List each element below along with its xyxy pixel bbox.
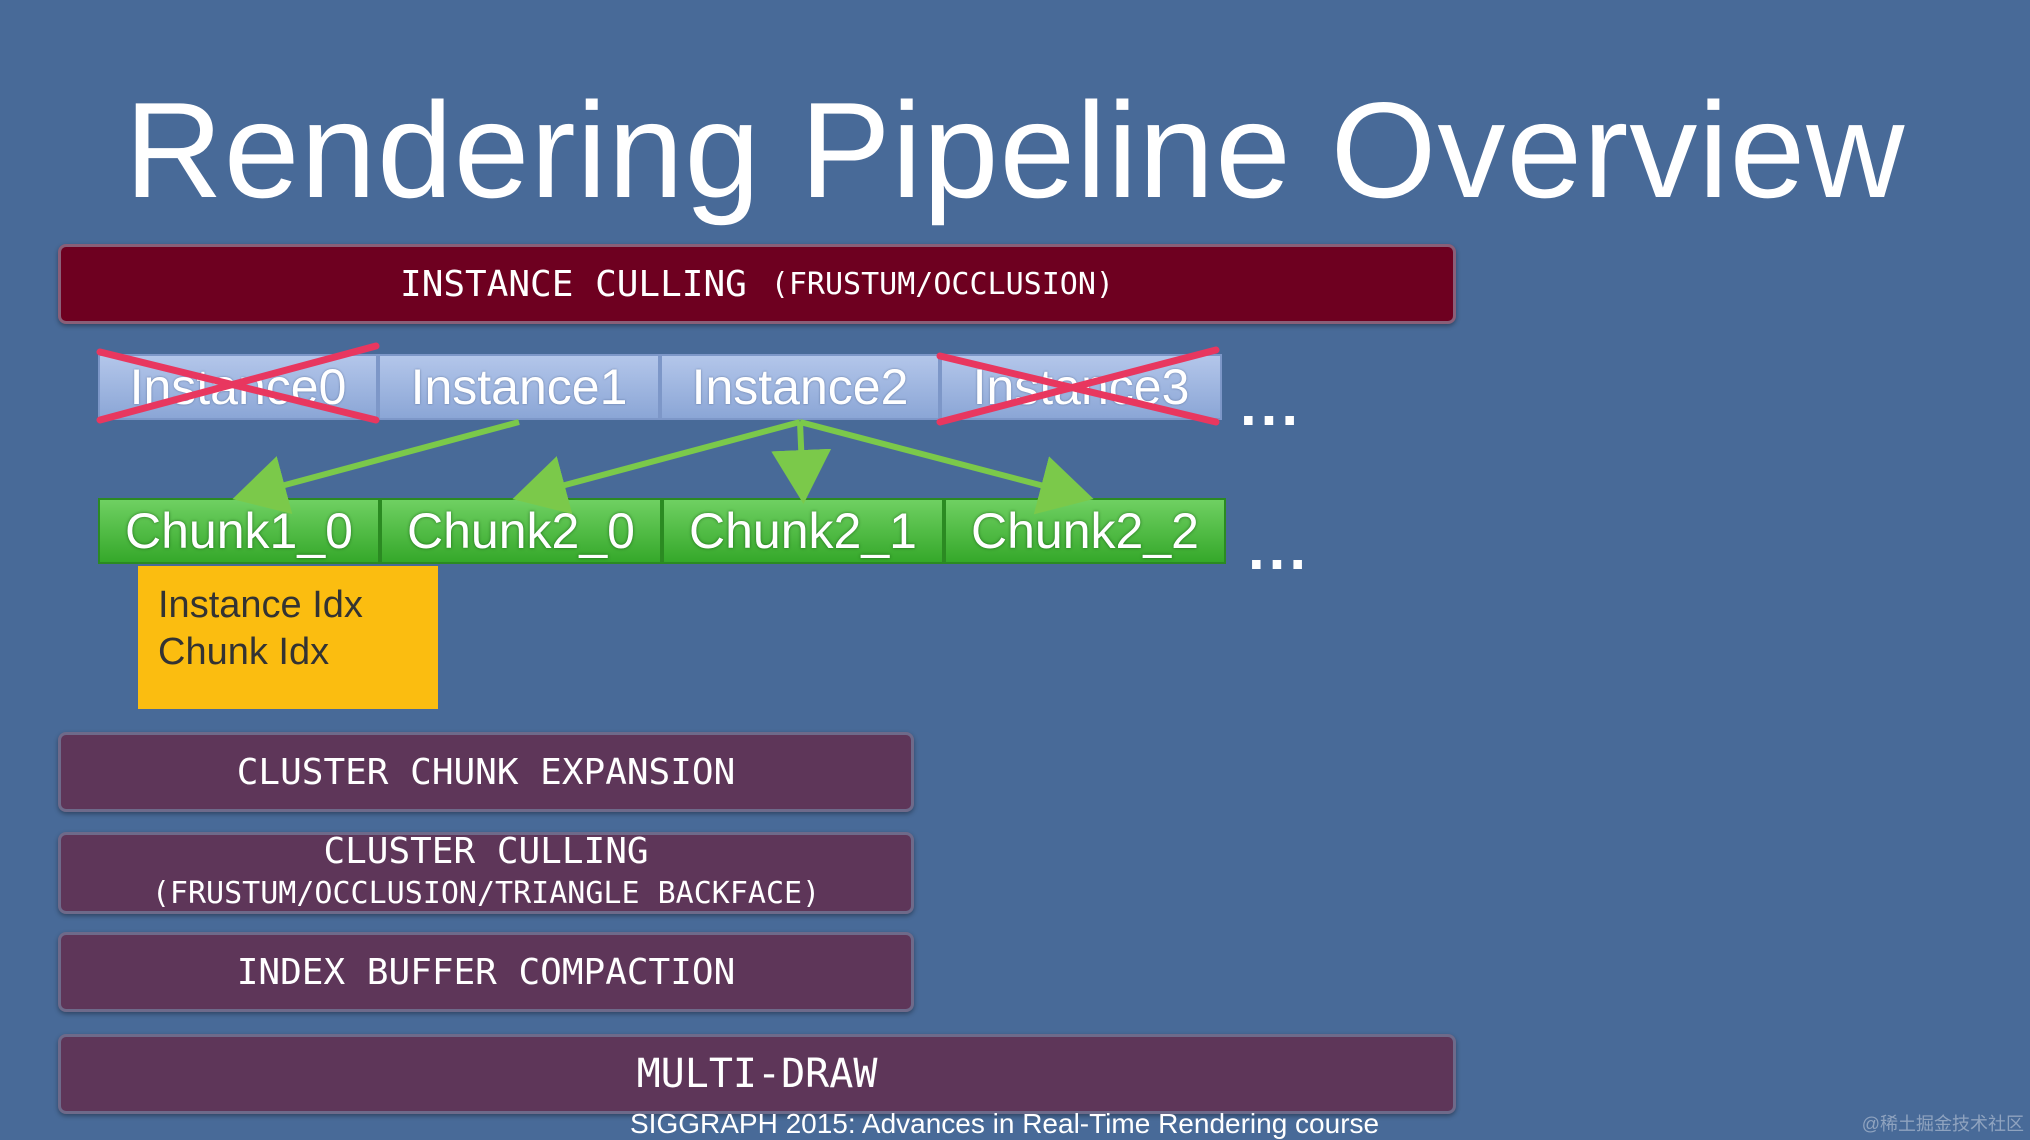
cross-instance3 — [936, 346, 1220, 426]
instance-culling-stage: INSTANCE CULLING (FRUSTUM/OCCLUSION) — [58, 244, 1456, 324]
slide-title: Rendering Pipeline Overview — [124, 74, 1906, 226]
index-buffer-compaction-stage: INDEX BUFFER COMPACTION — [58, 932, 914, 1012]
footer-credit: SIGGRAPH 2015: Advances in Real-Time Ren… — [630, 1108, 1380, 1139]
instance-culling-sublabel: (FRUSTUM/OCCLUSION) — [770, 266, 1114, 302]
instance-box: Instance2 — [660, 354, 940, 420]
arrow-instance2-chunk2-1 — [771, 421, 832, 504]
cluster-culling-sublabel: (FRUSTUM/OCCLUSION/TRIANGLE BACKFACE) — [151, 876, 821, 911]
watermark: @稀土掘金技术社区 — [1861, 1114, 2024, 1134]
arrow-instance1-chunk1-0 — [232, 419, 520, 515]
chunk-info-note: Instance Idx Chunk Idx — [138, 566, 438, 709]
instance-culling-label: INSTANCE CULLING — [400, 263, 747, 305]
arrow-instance2-chunk2-0 — [512, 419, 801, 515]
index-buffer-compaction-label: INDEX BUFFER COMPACTION — [236, 951, 736, 993]
arrow-group — [232, 419, 1094, 515]
cross-instance0 — [96, 342, 380, 424]
chunk-info-chunk-idx: Chunk Idx — [158, 631, 330, 673]
chunk-box: Chunk2_1 — [662, 498, 944, 564]
cluster-chunk-expansion-stage: CLUSTER CHUNK EXPANSION — [58, 732, 914, 812]
cluster-chunk-expansion-label: CLUSTER CHUNK EXPANSION — [236, 751, 736, 793]
cluster-culling-label: CLUSTER CULLING — [323, 831, 649, 872]
instance-box: Instance1 — [378, 354, 660, 420]
multi-draw-stage: MULTI-DRAW — [58, 1034, 1456, 1114]
chunk-info-instance-idx: Instance Idx — [158, 584, 363, 626]
multi-draw-label: MULTI-DRAW — [636, 1051, 878, 1097]
cluster-culling-stage: CLUSTER CULLING (FRUSTUM/OCCLUSION/TRIAN… — [58, 831, 914, 914]
instances-ellipsis: ... — [1240, 371, 1303, 438]
chunks-ellipsis: ... — [1248, 515, 1311, 582]
arrow-instance2-chunk2-2 — [799, 419, 1094, 515]
